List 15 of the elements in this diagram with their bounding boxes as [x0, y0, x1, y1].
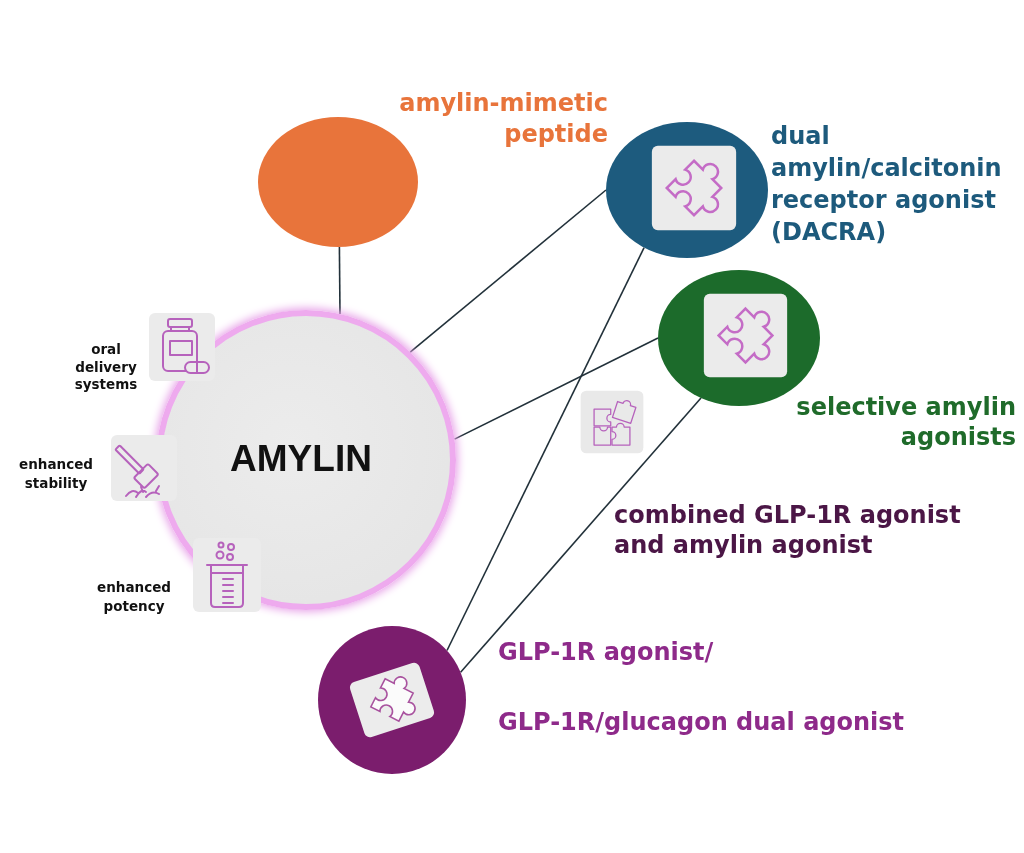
node-label: dual amylin/calcitonin receptor agonist (DACRA) — [771, 121, 1003, 248]
node-label: GLP-1R agonist/ — [498, 637, 715, 667]
node-label: AMYLIN — [229, 437, 373, 481]
node-label: enhanced potency — [96, 578, 172, 616]
node-label: amylin-mimetic peptide — [398, 88, 608, 150]
connector-line — [446, 246, 645, 652]
connector-line — [459, 397, 702, 674]
node-label: enhanced stability — [18, 455, 94, 493]
node-label: oral delivery systems — [73, 341, 139, 394]
connector-line — [453, 337, 659, 440]
node-label: selective amylin agonists — [795, 392, 1016, 452]
connector-line — [409, 189, 607, 353]
node-label: combined GLP-1R agonist and amylin agonist — [614, 500, 962, 560]
node-label: GLP-1R/glucagon dual agonist — [498, 707, 906, 737]
connector-line — [338, 246, 341, 315]
